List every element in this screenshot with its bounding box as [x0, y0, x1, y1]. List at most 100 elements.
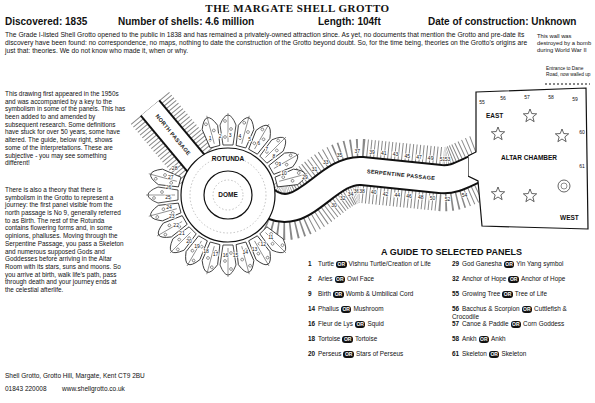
intro-text: The Grade I-listed Shell Grotto opened t…	[5, 31, 530, 55]
or-badge: OR	[504, 261, 515, 268]
panel-meaning: Corn Goddess	[523, 320, 564, 327]
shell-motif	[240, 258, 243, 261]
address-line: Shell Grotto, Grotto Hill, Margate, Kent…	[5, 372, 145, 380]
guide-row: 61SkeletonORSkeleton	[452, 350, 594, 358]
shell-motif	[276, 139, 280, 143]
panel-meaning: Tree of Life	[515, 290, 547, 297]
callout-number: 30	[331, 202, 338, 207]
panel-outline	[200, 116, 223, 149]
panel-stem	[187, 241, 202, 266]
panel-meaning: Vishnu Turtle/Creation of Life	[349, 260, 431, 267]
star-panel	[523, 189, 536, 202]
shell-motif	[190, 249, 194, 253]
panel-meaning: Canoe & Paddle	[462, 320, 509, 327]
fact-line: Discovered: 1835	[5, 16, 87, 28]
shell-motif	[230, 268, 233, 271]
chamber-name: DOME	[203, 191, 253, 199]
shell-motif	[156, 215, 159, 218]
panel-number: 1	[308, 260, 317, 268]
shell-ring	[190, 157, 266, 233]
shell-motif	[164, 233, 168, 237]
shell-motif	[246, 130, 249, 133]
callout-number: 16	[222, 252, 229, 257]
shell-motif	[153, 197, 156, 200]
panel-meaning: Womb & Umbilical Cord	[346, 290, 414, 297]
altar-chamber: ALTAR CHAMBER	[468, 86, 590, 231]
guide-row: 58AnkhORAnkh	[452, 335, 594, 343]
panel-stem	[255, 124, 270, 149]
shell-motif	[271, 242, 275, 246]
panel-meaning: Anchor of Hope	[521, 275, 565, 282]
guide-row: 9BirthORWomb & Umbilical Cord	[308, 290, 450, 298]
panel-number: 14	[308, 305, 317, 313]
panel-outline	[233, 116, 256, 149]
shell-motif	[260, 128, 264, 132]
panel-meaning: Birth	[318, 290, 331, 297]
chamber-circle	[181, 148, 275, 242]
panel-stem	[149, 174, 177, 182]
star-panel	[491, 127, 504, 140]
guide-row: 55Growing TreeORTree of Life	[452, 290, 594, 298]
passage-wall	[262, 166, 482, 208]
guide-row: 2AriesOROwl Face	[308, 275, 450, 283]
callout-number: 50	[429, 196, 436, 201]
fact-line: Date of construction: Unknown	[428, 16, 576, 28]
shell-motif	[280, 243, 284, 247]
callout-number: 46	[406, 193, 413, 198]
callout-number: 7	[265, 147, 269, 152]
shell-motif	[212, 129, 215, 132]
shell-panel	[220, 245, 236, 277]
guide-row: 57Canoe & PaddleORCorn Goddess	[452, 320, 594, 328]
panel-meaning: Yin Yang symbol	[516, 260, 563, 267]
panel-number: 58	[452, 335, 461, 343]
callout-number: 14	[242, 250, 249, 255]
rotunda-panels	[146, 113, 309, 277]
shell-motif	[206, 256, 209, 259]
panel-meaning: Mushroom	[353, 305, 383, 312]
journey-note: There is also a theory that there is sym…	[5, 186, 127, 294]
panel-outline	[149, 167, 182, 190]
wall-direction: EAST	[486, 112, 503, 120]
panel-meaning: Tortoise	[318, 335, 340, 342]
callout-number: 56	[500, 96, 507, 101]
drawing-note: This drawing first appeared in the 1950s…	[5, 90, 127, 167]
callout-number: 61	[579, 164, 586, 169]
shell-motif	[291, 179, 294, 182]
web-address: www.shellgrotto.co.uk	[62, 385, 125, 393]
callout-number: 19	[194, 244, 201, 249]
panel-number: 55	[452, 290, 461, 298]
or-badge: OR	[522, 306, 533, 313]
passage-floor	[262, 166, 482, 208]
or-badge: OR	[355, 321, 366, 328]
panel-meaning: Phallus	[318, 305, 339, 312]
panel-number: 29	[452, 260, 461, 268]
panel-meaning: Owl Face	[347, 275, 374, 282]
callout-number: 37	[354, 148, 361, 153]
callout-number: 42	[382, 191, 389, 196]
panel-meaning: Anchor of Hope	[462, 275, 506, 282]
fact-line: Number of shells: 4.6 million	[118, 16, 254, 28]
callout-number: 4	[238, 134, 242, 139]
callout-number: 32	[339, 196, 346, 201]
panel-stem	[255, 241, 270, 266]
callout-number: 58	[548, 95, 555, 100]
shell-panel	[147, 200, 182, 224]
callout-number: 18	[203, 248, 210, 253]
callout-number: 31	[311, 167, 318, 172]
shell-motif	[167, 223, 171, 227]
or-badge: OR	[343, 351, 354, 358]
leaflet-title: THE MARGATE SHELL GROTTO	[0, 2, 595, 15]
sun-panel	[558, 180, 570, 192]
or-badge: OR	[333, 291, 344, 298]
phone-number: 01843 220008	[5, 385, 47, 393]
callout-number: 53	[444, 156, 451, 161]
shell-panel	[220, 113, 236, 145]
shell-motif	[262, 137, 266, 141]
callout-number: 24	[166, 204, 173, 209]
or-badge: OR	[342, 336, 353, 343]
callout-number: 10	[281, 171, 288, 176]
panel-number: 32	[452, 275, 461, 283]
shell-motif	[210, 266, 213, 269]
star-panel	[523, 109, 536, 122]
